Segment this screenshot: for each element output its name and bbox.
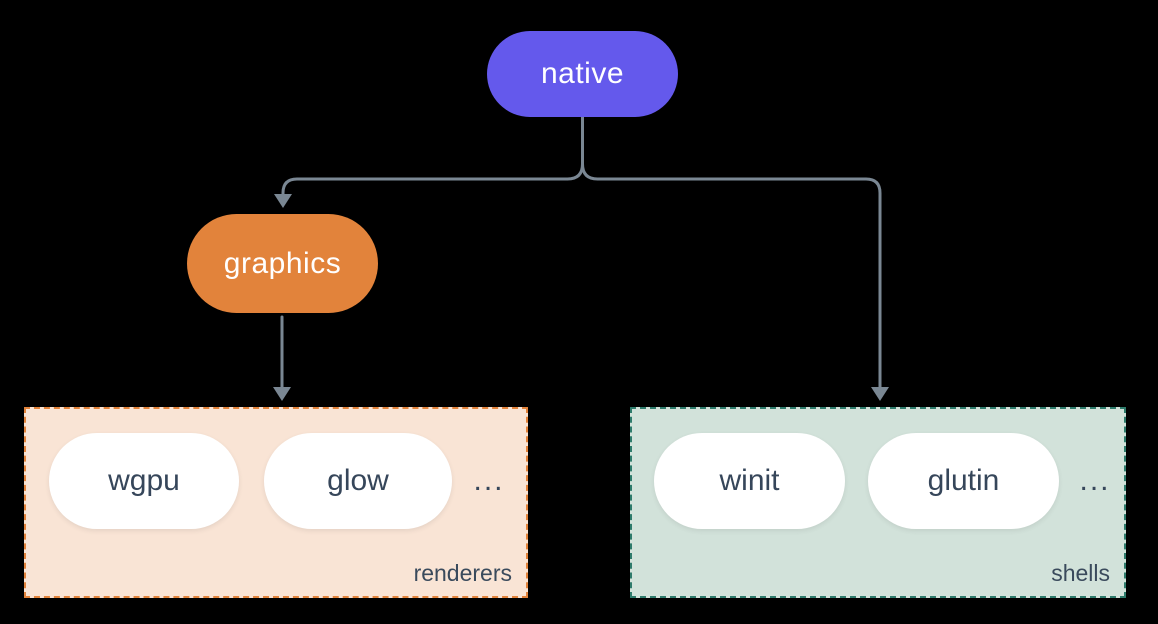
node-glutin-label: glutin <box>927 464 1000 497</box>
edge-native-graphics <box>281 114 584 196</box>
arrowhead-renderers <box>273 387 291 401</box>
node-wgpu: wgpu <box>49 433 239 529</box>
node-winit-label: winit <box>719 464 780 497</box>
node-graphics-label: graphics <box>223 246 342 280</box>
group-label-renderers: renderers <box>413 560 512 586</box>
group-renderers: wgpu glow ... renderers <box>24 407 528 598</box>
arrowhead-graphics <box>274 194 292 208</box>
renderers-ellipsis: ... <box>473 464 505 497</box>
node-winit: winit <box>654 433 845 529</box>
node-glow: glow <box>264 433 452 529</box>
node-glutin: glutin <box>868 433 1059 529</box>
node-wgpu-label: wgpu <box>108 464 180 497</box>
edge-native-shells <box>581 114 882 389</box>
group-label-shells: shells <box>1051 560 1110 586</box>
group-shells: winit glutin ... shells <box>630 407 1126 598</box>
arrowhead-shells <box>871 387 889 401</box>
node-native: native <box>487 31 678 117</box>
node-glow-label: glow <box>327 464 389 497</box>
node-native-label: native <box>540 57 625 90</box>
node-graphics: graphics <box>187 214 378 313</box>
shells-ellipsis: ... <box>1079 464 1111 497</box>
